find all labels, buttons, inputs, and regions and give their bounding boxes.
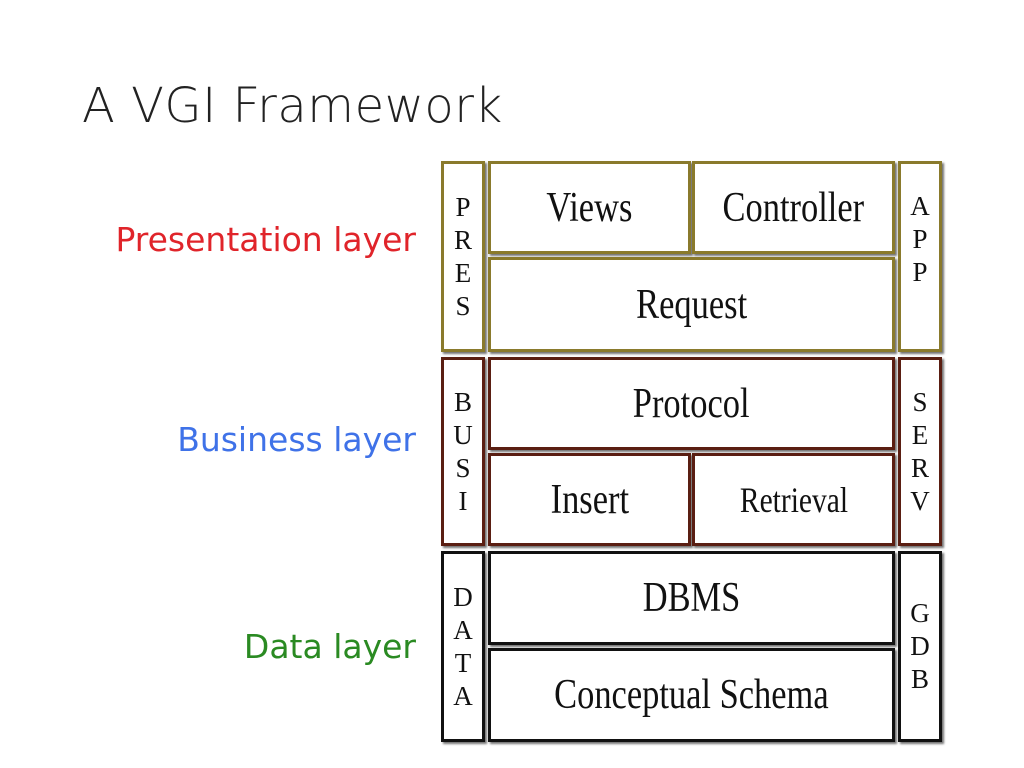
request-cell: Request [488, 257, 895, 352]
busi-tab-letter: I [458, 485, 468, 516]
serv-tab: S E R V [898, 357, 942, 546]
data-tab-letter: A [453, 614, 473, 645]
pres-tab-letter: S [455, 290, 471, 321]
gdb-tab: G D B [898, 551, 942, 742]
data-tab-letter: T [454, 647, 472, 678]
controller-cell: Controller [692, 161, 895, 254]
dbms-label: DBMS [642, 575, 741, 621]
data-tab-letter: A [453, 680, 473, 711]
insert-cell: Insert [488, 453, 691, 546]
business-layer-label: Business layer [177, 420, 416, 459]
dbms-cell: DBMS [488, 551, 895, 645]
pres-tab-letter: R [453, 224, 472, 255]
pres-tab: P R E S [441, 161, 485, 352]
data-tab-letter: D [453, 581, 473, 612]
insert-label: Insert [550, 476, 629, 523]
serv-tab-letter: E [911, 419, 929, 450]
data-layer-label: Data layer [243, 627, 416, 666]
request-label: Request [636, 281, 747, 328]
busi-tab-letter: B [453, 386, 472, 417]
views-label: Views [546, 184, 633, 231]
app-tab: A P P [898, 161, 942, 352]
data-tab: D A T A [441, 551, 485, 742]
serv-tab-letter: R [910, 452, 929, 483]
retrieval-label: Retrieval [739, 479, 848, 520]
conceptual-schema-label: Conceptual Schema [554, 672, 829, 718]
app-tab-letter: A [910, 191, 930, 221]
app-tab-letter: P [912, 257, 928, 287]
gdb-tab-letter: B [910, 664, 929, 694]
retrieval-cell: Retrieval [692, 453, 895, 546]
serv-tab-letter: V [910, 485, 930, 516]
gdb-tab-letter: G [910, 598, 930, 628]
conceptual-schema-cell: Conceptual Schema [488, 648, 895, 742]
pres-tab-letter: E [454, 257, 472, 288]
busi-tab-letter: U [453, 419, 473, 450]
protocol-cell: Protocol [488, 357, 895, 450]
busi-tab: B U S I [441, 357, 485, 546]
views-cell: Views [488, 161, 691, 254]
slide-title: A VGI Framework [82, 78, 503, 134]
busi-tab-letter: S [455, 452, 471, 483]
controller-label: Controller [722, 184, 865, 231]
protocol-label: Protocol [633, 380, 750, 427]
app-tab-letter: P [912, 224, 928, 254]
gdb-tab-letter: D [910, 631, 930, 661]
pres-tab-letter: P [455, 191, 471, 222]
presentation-layer-label: Presentation layer [115, 220, 416, 259]
serv-tab-letter: S [912, 386, 928, 417]
